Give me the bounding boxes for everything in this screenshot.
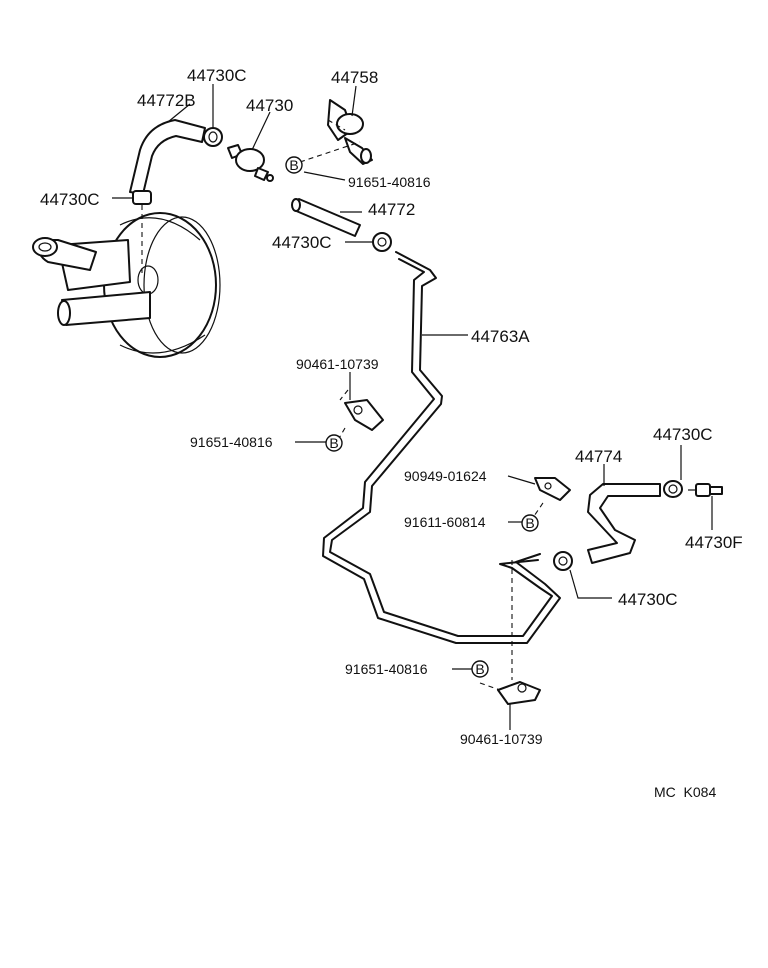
clamp-44730c-right [663,480,683,498]
label-44730: 44730 [246,96,293,115]
hose-44772b [129,119,206,195]
bolt-symbol-mid: B [325,434,343,452]
label-44730c-left: 44730C [40,190,100,209]
label-90461-mid: 90461-10739 [296,356,379,372]
assembly-lines [141,119,546,691]
label-90461-low: 90461-10739 [460,731,543,747]
hose-44774 [587,483,661,564]
clamp-44730c-top [203,127,223,147]
label-44730c-right: 44730C [653,425,713,444]
clamp-44730c-low [553,551,573,571]
svg-text:B: B [475,661,484,677]
diagram-code: MC K084 [654,784,716,800]
bolt-symbol-top: B [285,156,303,174]
label-91611: 91611-60814 [404,514,486,530]
clamp-44730c-mid [372,232,392,252]
hose-44772 [291,198,361,237]
pipe-44763a [322,251,561,644]
clamp-44730c-left [132,190,152,205]
label-91651-mid: 91651-40816 [190,434,273,450]
svg-text:B: B [525,515,534,531]
label-44730c-top: 44730C [187,66,247,85]
label-90949: 90949-01624 [404,468,487,484]
label-44730c-mid: 44730C [272,233,332,252]
label-44763a: 44763A [471,327,530,346]
label-44758: 44758 [331,68,378,87]
clip-90461-mid [344,399,384,431]
label-44730f: 44730F [685,533,743,552]
vacuum-switch-44758 [327,99,373,165]
fitting-44730f [688,483,723,497]
part-labels: 44730C 44772B 44730 44758 91651-40816 44… [40,66,743,747]
bolt-symbol-right: B [521,514,539,532]
svg-text:B: B [289,157,298,173]
label-44774: 44774 [575,447,622,466]
label-44730c-low: 44730C [618,590,678,609]
label-91651-top: 91651-40816 [348,174,431,190]
clip-90461-low [497,681,541,705]
label-44772b: 44772B [137,91,196,110]
bolt-symbol-low: B [471,660,489,678]
label-44772: 44772 [368,200,415,219]
brake-booster [32,212,221,358]
label-91651-low: 91651-40816 [345,661,428,677]
clip-90949 [534,477,571,501]
check-valve-44730 [227,144,274,182]
leader-lines [112,84,713,730]
svg-text:B: B [329,435,338,451]
